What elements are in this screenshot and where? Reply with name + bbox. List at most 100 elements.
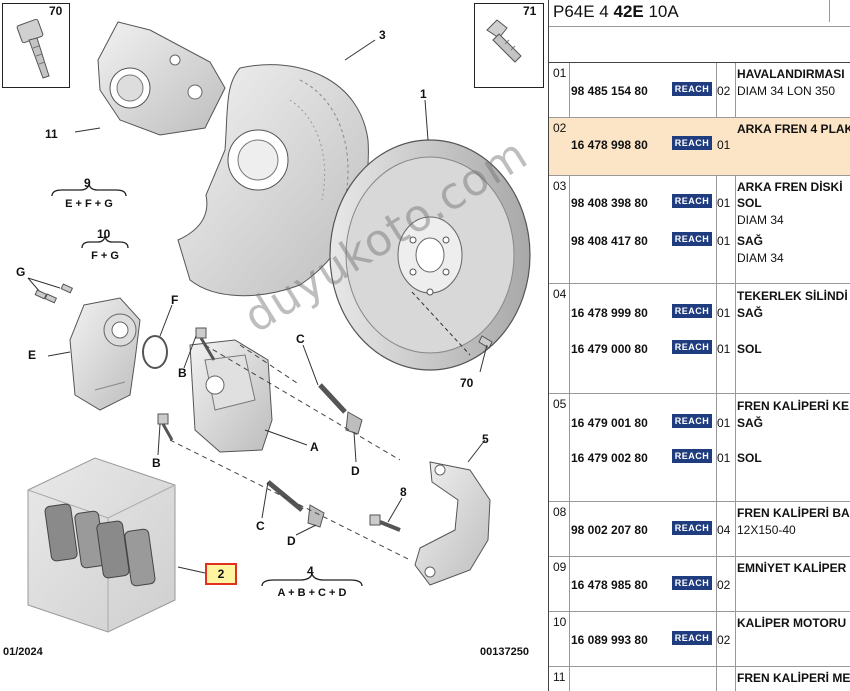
table-title: P64E 4 42E 10A: [553, 2, 679, 22]
part-number[interactable]: 16 089 993 80: [571, 633, 648, 647]
exploded-diagram: 70 71 3 1 11 70 5 8 G F E B B C C A D D …: [2, 3, 544, 658]
seal-f: [142, 304, 173, 369]
quantity: 01: [717, 451, 731, 465]
table-row[interactable]: 10 16 089 993 80 REACH 02 KALİPER MOTORU: [549, 612, 850, 667]
footer-date: 01/2024: [3, 646, 43, 658]
description-title: ARKA FREN DİSKİ: [737, 180, 843, 194]
quantity: 02: [717, 633, 731, 647]
reach-badge: REACH: [672, 136, 712, 150]
part-label-8[interactable]: 8: [400, 485, 407, 499]
description-line: 12X150-40: [737, 523, 796, 537]
screw-70: [478, 335, 493, 373]
quantity: 01: [717, 342, 731, 356]
part-number[interactable]: 16 478 998 80: [571, 138, 648, 152]
part-label-3[interactable]: 3: [379, 28, 386, 42]
footer-reference: 00137250: [480, 646, 529, 658]
brake-pad-kit-2: [27, 457, 206, 633]
title-prefix: P64E 4: [553, 2, 614, 21]
part-label-1[interactable]: 1: [420, 87, 427, 101]
description-title: ARKA FREN 4 PLAK: [737, 122, 850, 136]
table-row[interactable]: 09 16 478 985 80 REACH 02 EMNİYET KALİPE…: [549, 557, 850, 612]
part-label-c[interactable]: C: [256, 519, 265, 533]
part-number[interactable]: 98 408 417 80: [571, 234, 648, 248]
part-number[interactable]: 98 485 154 80: [571, 84, 648, 98]
part-label-f[interactable]: F: [171, 293, 179, 307]
kit-label-4[interactable]: 4: [307, 564, 314, 578]
highlighted-part-2[interactable]: 2: [205, 563, 237, 585]
title-suffix: 10A: [643, 2, 679, 21]
quantity: 04: [717, 523, 731, 537]
reach-badge: REACH: [672, 449, 712, 463]
table-row[interactable]: 08 98 002 207 80 REACH 04 FREN KALİPERİ …: [549, 502, 850, 557]
quantity: 02: [717, 84, 731, 98]
part-label-70[interactable]: 70: [460, 376, 474, 390]
bolt-icon: [486, 19, 522, 63]
callout-box-70[interactable]: 70: [2, 3, 70, 88]
table-row[interactable]: 01 98 485 154 80 REACH 02 HAVALANDIRMASI…: [549, 63, 850, 118]
bolt-8: [369, 497, 403, 532]
description-title: FREN KALİPERİ KE: [737, 399, 850, 413]
part-number[interactable]: 16 479 002 80: [571, 451, 648, 465]
quantity: 01: [717, 234, 731, 248]
callout-box-71[interactable]: 71: [474, 3, 544, 88]
description-side: SAĞ: [737, 234, 764, 248]
part-number[interactable]: 16 478 985 80: [571, 578, 648, 592]
part-label-d[interactable]: D: [287, 534, 296, 548]
reach-badge: REACH: [672, 631, 712, 645]
table-row[interactable]: 04 16 478 999 80 REACH 01 16 479 000 80 …: [549, 284, 850, 394]
part-number[interactable]: 16 479 000 80: [571, 342, 648, 356]
part-number[interactable]: 16 479 001 80: [571, 416, 648, 430]
column-divider: [735, 63, 736, 691]
table-row-selected[interactable]: 02 16 478 998 80 REACH 01 ARKA FREN 4 PL…: [549, 118, 850, 176]
table-subheader: [549, 27, 850, 63]
part-label-d[interactable]: D: [351, 464, 360, 478]
part-number[interactable]: 98 408 398 80: [571, 196, 648, 210]
reach-badge: REACH: [672, 340, 712, 354]
caliper-a: [189, 339, 308, 453]
table-row[interactable]: 11 FREN KALİPERİ ME: [549, 667, 850, 691]
part-label-e[interactable]: E: [28, 348, 37, 362]
kit-formula-10: F + G: [91, 250, 119, 262]
part-number[interactable]: 98 002 207 80: [571, 523, 648, 537]
boots-d: [295, 411, 363, 536]
reach-badge: REACH: [672, 82, 712, 96]
part-label-5[interactable]: 5: [482, 432, 489, 446]
kit-label-9[interactable]: 9: [84, 176, 91, 190]
assembly-lines: [169, 344, 411, 561]
row-index: 11: [553, 670, 566, 684]
reach-badge: REACH: [672, 576, 712, 590]
parts-table: P64E 4 42E 10A 01 98 485 154 80 REACH 02…: [548, 0, 850, 691]
quantity: 01: [717, 306, 731, 320]
row-index: 03: [553, 179, 567, 193]
part-number[interactable]: 16 478 999 80: [571, 306, 648, 320]
formula-braces: [51, 183, 363, 587]
table-header: P64E 4 42E 10A: [549, 0, 850, 27]
part-label-g[interactable]: G: [16, 265, 26, 279]
part-label-b[interactable]: B: [152, 456, 161, 470]
caliper-bracket-5: [414, 439, 491, 586]
title-model: 42E: [613, 2, 644, 21]
reach-badge: REACH: [672, 414, 712, 428]
description-title: KALİPER MOTORU: [737, 616, 847, 630]
quantity: 01: [717, 196, 731, 210]
table-row[interactable]: 03 98 408 398 80 REACH 01 98 408 417 80 …: [549, 176, 850, 284]
part-label-11[interactable]: 11: [45, 127, 58, 141]
table-row[interactable]: 05 16 479 001 80 REACH 01 16 479 002 80 …: [549, 394, 850, 502]
row-index: 10: [553, 615, 567, 629]
kit-label-10[interactable]: 10: [97, 227, 111, 241]
brake-disc-1: [329, 99, 531, 371]
part-label-a[interactable]: A: [310, 440, 319, 454]
part-label-c[interactable]: C: [296, 332, 305, 346]
bleed-screws-g: [27, 277, 74, 304]
caliper-motor-e: [47, 297, 141, 411]
part-label-b[interactable]: B: [178, 366, 187, 380]
quantity: 02: [717, 578, 731, 592]
screw-icon: [16, 18, 50, 79]
description-line: DIAM 34: [737, 213, 784, 227]
guide-pins-c: [261, 344, 347, 519]
description-side: SAĞ: [737, 416, 764, 430]
reach-badge: REACH: [672, 521, 712, 535]
dust-shield-3: [177, 39, 376, 297]
row-index: 09: [553, 560, 567, 574]
